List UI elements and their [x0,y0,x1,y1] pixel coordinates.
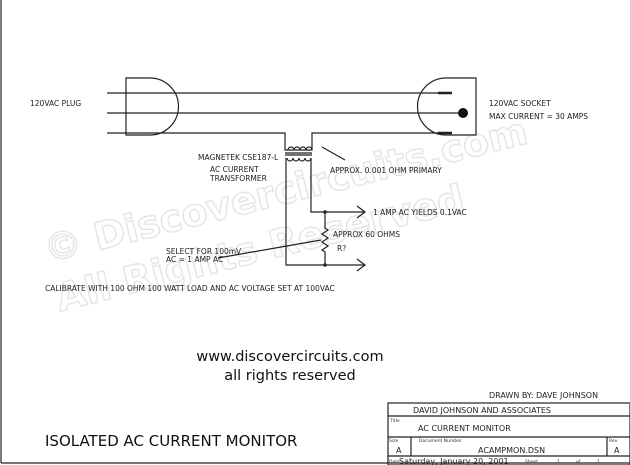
transformer-desc-1: AC CURRENT [210,165,259,174]
secondary-wire-left [285,158,365,266]
drawn-by: DRAWN BY: DAVE JOHNSON [489,391,598,400]
sheet-value: 1 [557,459,560,465]
arrow-output-top [356,205,366,219]
resistor [320,212,330,265]
size-value: A [396,446,402,455]
leader-primary [321,146,346,161]
wire-neutral [107,132,450,151]
select-label-1: SELECT FOR 100mV [166,247,242,256]
date-value: Saturday, January 20, 2001 [399,457,509,465]
docnum-field-label: Document Number [419,438,462,444]
transformer-part-label: MAGNETEK CSE187-L [198,153,279,162]
size-field-label: Size [389,438,398,444]
max-current-label: MAX CURRENT = 30 AMPS [489,112,588,121]
rev-value: A [614,446,620,455]
rights-text: all rights reserved [224,368,356,384]
of-label: of [576,459,581,465]
sheet-total: 1 [597,459,600,465]
select-label-2: AC = 1 AMP AC [166,255,223,264]
socket-ground-dot [458,108,468,118]
big-title: ISOLATED AC CURRENT MONITOR [45,432,297,450]
socket-label: 120VAC SOCKET [489,99,551,108]
arrow-output-bottom [356,258,366,272]
transformer-secondary [286,157,312,162]
rev-field-label: Rev [609,438,618,444]
leader-select [217,239,322,259]
transformer-primary [287,146,313,151]
transformer-desc-2: TRANSFORMER [209,174,267,183]
docnum-value: ACAMPMON.DSN [478,446,545,455]
company-name: DAVID JOHNSON AND ASSOCIATES [413,406,551,415]
drawing-title: AC CURRENT MONITOR [418,424,511,433]
secondary-wire-right [310,158,365,213]
resistor-value-label: APPROX 60 OHMS [333,230,400,239]
plug-label: 120VAC PLUG [30,99,81,108]
website-text: www.discovercircuits.com [196,349,383,365]
title-block: DRAWN BY: DAVE JOHNSON DAVID JOHNSON AND… [387,391,630,465]
primary-label: APPROX. 0.001 OHM PRIMARY [330,166,442,175]
calibrate-note: CALIBRATE WITH 100 OHM 100 WATT LOAD AND… [45,284,335,293]
date-field-label: Date: [389,459,401,465]
plug-symbol [125,77,180,136]
sheet-field-label: Sheet [525,459,538,465]
title-field-label: Title [389,418,400,424]
resistor-ref-label: R? [337,244,346,253]
output-label: 1 AMP AC YIELDS 0.1VAC [373,208,467,217]
title-block-frame [387,402,630,465]
